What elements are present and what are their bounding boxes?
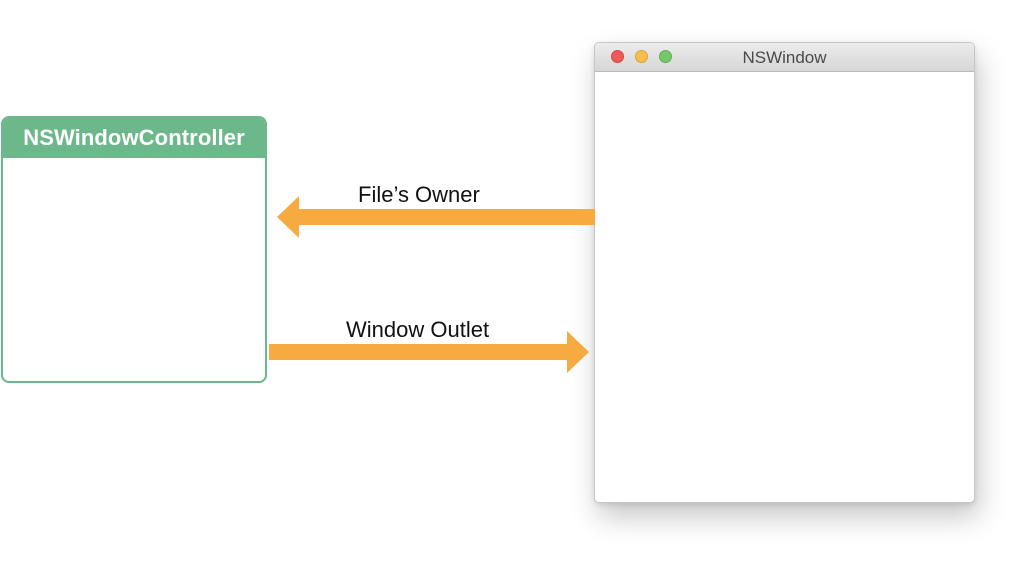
controller-title: NSWindowController [3, 118, 265, 158]
window-titlebar: NSWindow [595, 43, 974, 72]
nswindow: NSWindow [594, 42, 975, 503]
minimize-button[interactable] [635, 50, 648, 63]
window-title: NSWindow [742, 48, 827, 67]
files-owner-label: File’s Owner [358, 182, 480, 207]
zoom-button[interactable] [659, 50, 672, 63]
close-button[interactable] [611, 50, 624, 63]
window-outlet-label: Window Outlet [346, 317, 490, 342]
nswindowcontroller-box: NSWindowController [1, 116, 267, 383]
